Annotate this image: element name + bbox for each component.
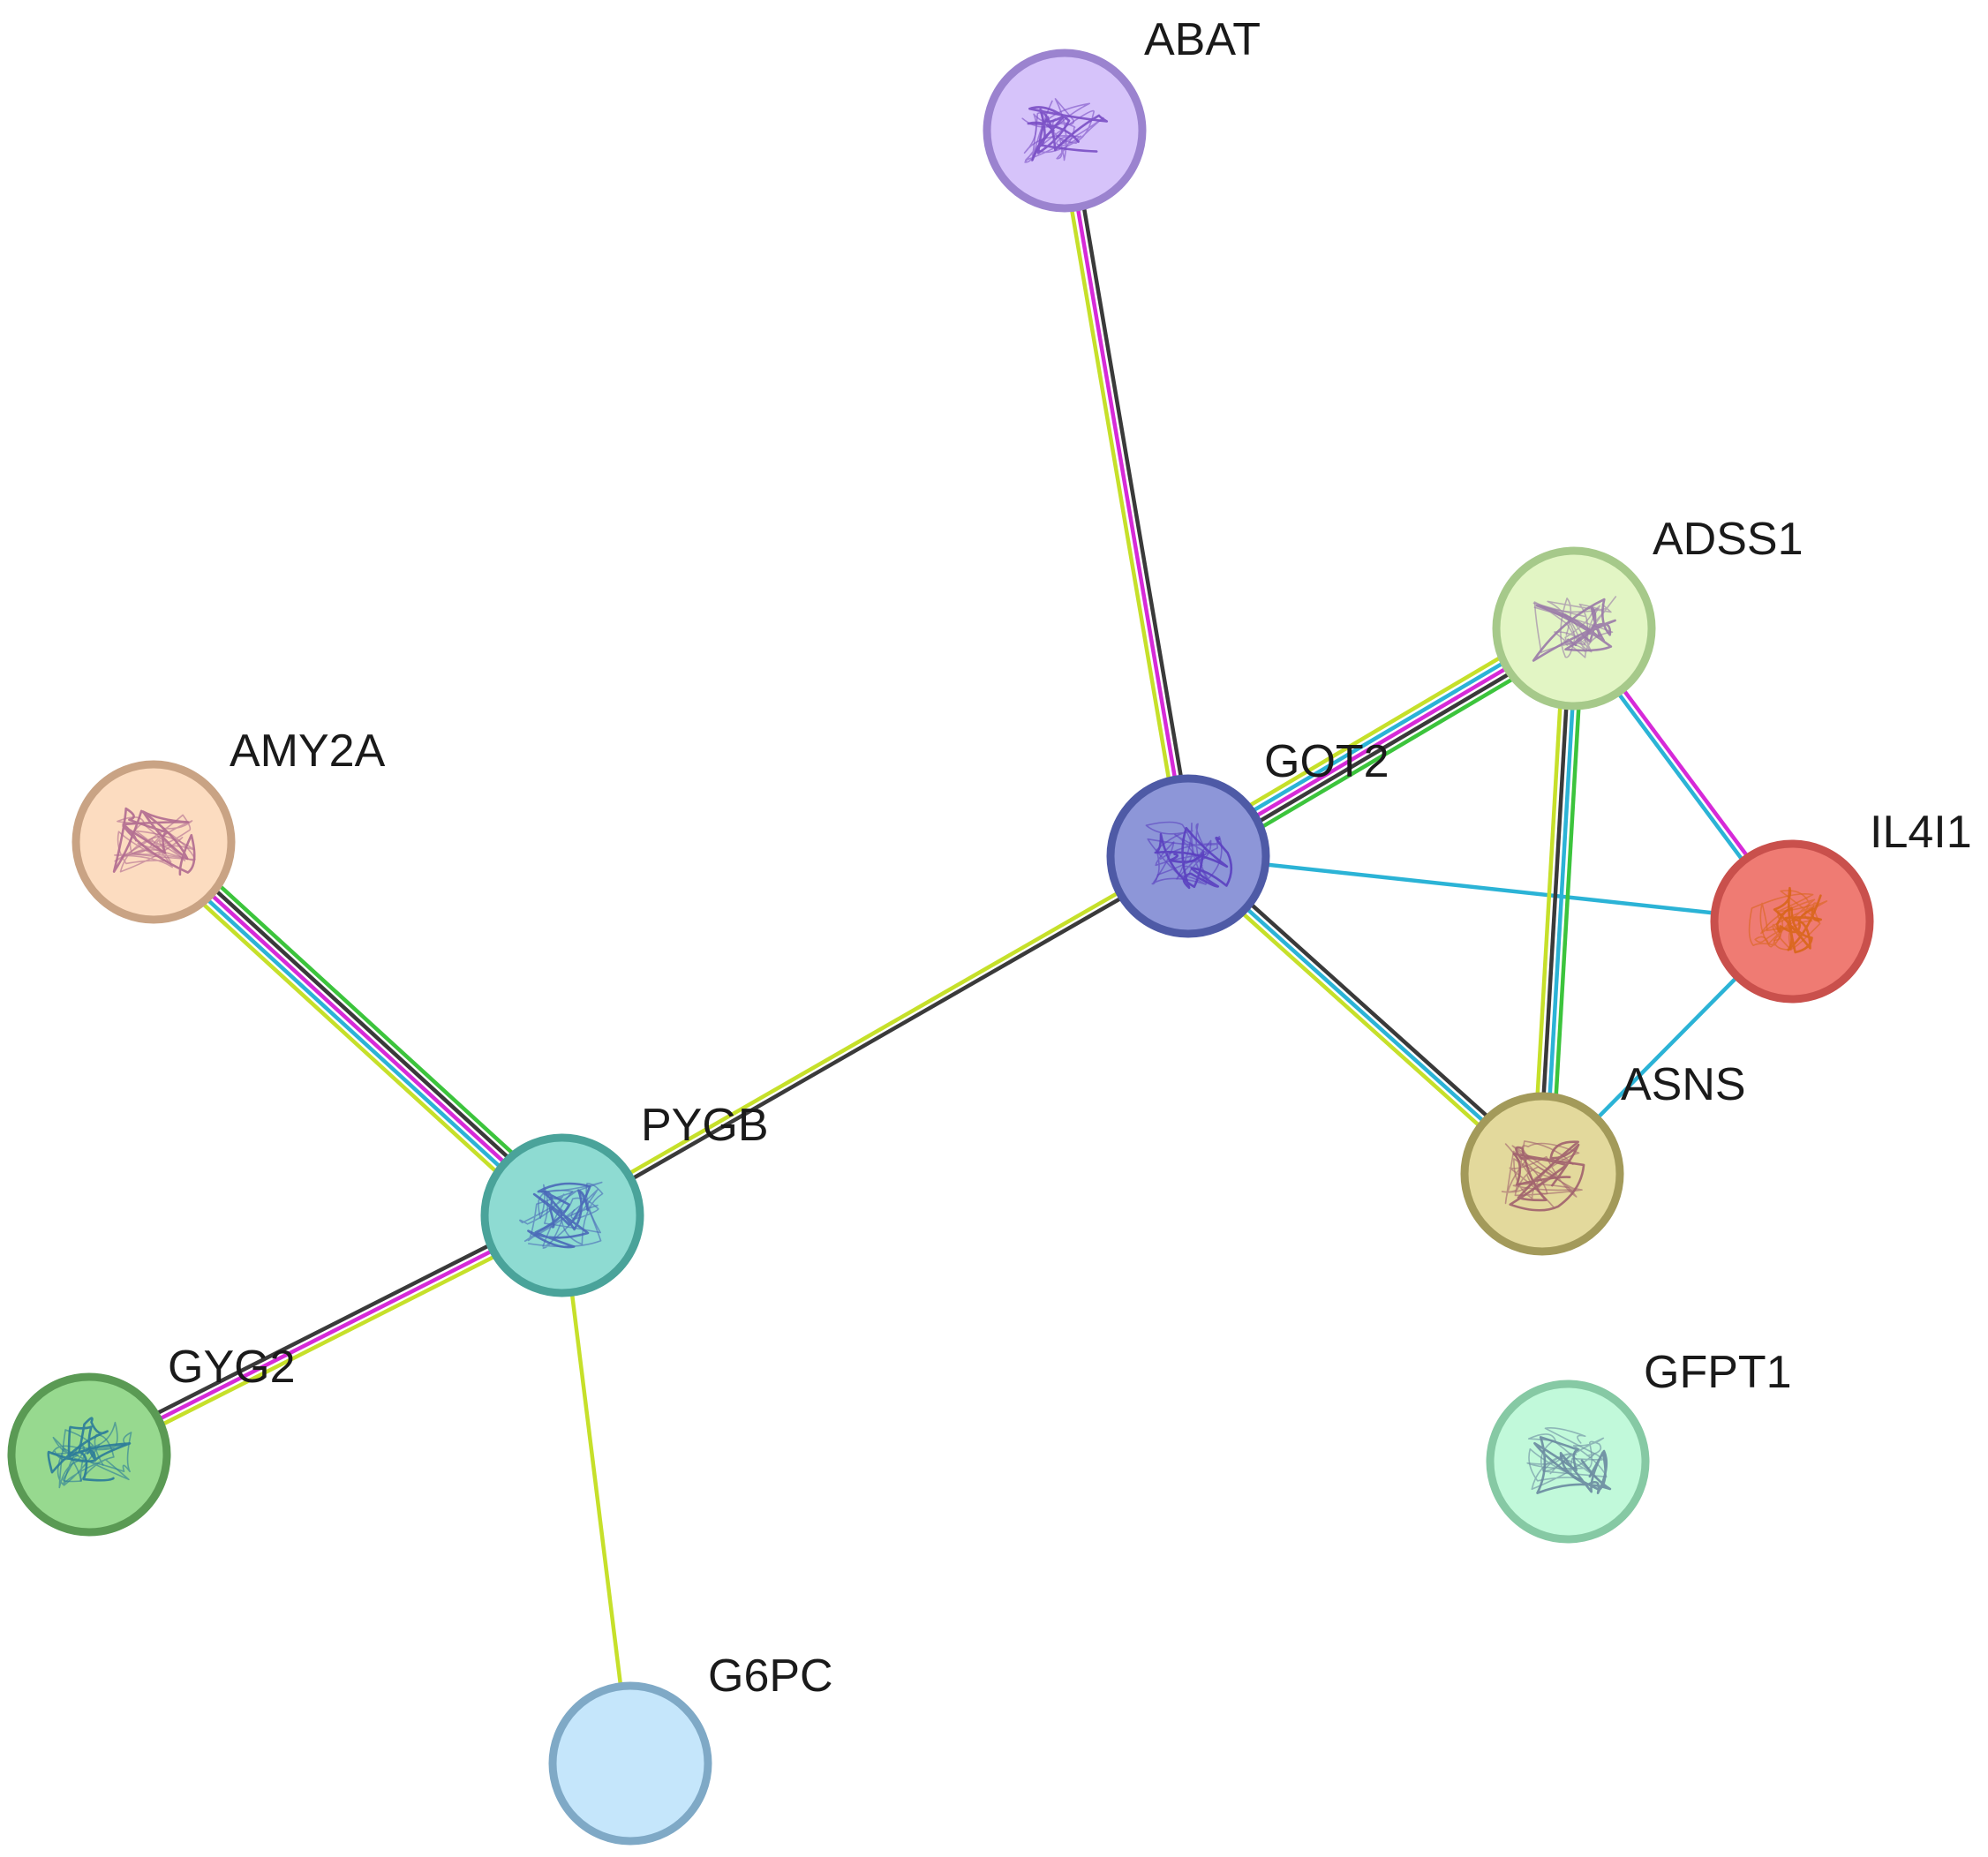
edge-evidence-black [562, 857, 1191, 1220]
node-g6pc[interactable] [548, 1681, 712, 1846]
node-label-gfpt1: GFPT1 [1644, 1347, 1792, 1398]
protein-structure-icon [519, 1181, 604, 1249]
edge-evidence-black [156, 836, 569, 1213]
node-adss1[interactable] [1492, 546, 1656, 710]
node-circle [548, 1681, 712, 1846]
protein-structure-icon [1145, 821, 1233, 890]
node-got2[interactable] [1106, 774, 1270, 938]
edge-abat-got2[interactable] [1056, 129, 1197, 858]
node-pygb[interactable] [480, 1133, 644, 1297]
edge-evidence-yellowgreen [1056, 131, 1185, 858]
node-label-adss1: ADSS1 [1653, 514, 1804, 565]
protein-structure-icon [1748, 886, 1828, 954]
edge-pygb-gyg2[interactable] [85, 1207, 567, 1462]
protein-structure-icon [1526, 1427, 1612, 1494]
node-gfpt1[interactable] [1486, 1380, 1650, 1544]
edge-got2-pygb[interactable] [560, 852, 1191, 1220]
edge-evidence-green [160, 831, 572, 1208]
node-label-asns: ASNS [1621, 1059, 1746, 1110]
node-label-il4i1: IL4I1 [1870, 807, 1972, 858]
node-circle [7, 1372, 171, 1537]
edge-evidence-yellowgreen [91, 1219, 567, 1462]
protein-structure-icon [1501, 1140, 1585, 1212]
edge-evidence-yellowgreen [560, 1214, 633, 1764]
edge-evidence-cyan [1187, 853, 1793, 924]
node-label-pygb: PYGB [641, 1100, 769, 1151]
edge-evidence-cyan [1543, 628, 1579, 1175]
node-asns[interactable] [1460, 1092, 1624, 1256]
protein-structure-icon [1021, 98, 1109, 163]
nodes-layer [7, 49, 1874, 1846]
protein-structure-icon [47, 1417, 132, 1489]
edge-amy2a-pygb[interactable] [144, 831, 572, 1226]
node-abat[interactable] [983, 49, 1147, 213]
edge-evidence-black [1537, 628, 1573, 1174]
protein-structure-icon [1532, 596, 1617, 662]
node-label-gyg2: GYG2 [168, 1342, 296, 1393]
node-label-g6pc: G6PC [708, 1650, 833, 1702]
node-il4i1[interactable] [1710, 839, 1874, 1004]
node-circle [1106, 774, 1270, 938]
edge-evidence-yellowgreen [560, 852, 1188, 1214]
edge-evidence-green [1549, 628, 1585, 1175]
edge-pygb-g6pc[interactable] [560, 1214, 633, 1764]
edge-evidence-yellowgreen [1531, 628, 1567, 1174]
node-label-abat: ABAT [1144, 14, 1261, 65]
edge-evidence-magenta [152, 840, 564, 1217]
node-label-amy2a: AMY2A [230, 726, 386, 777]
edge-got2-il4i1[interactable] [1187, 853, 1793, 924]
node-label-got2: GOT2 [1264, 736, 1389, 787]
node-gyg2[interactable] [7, 1372, 171, 1537]
protein-structure-icon [112, 807, 196, 876]
edge-evidence-magenta [1062, 130, 1191, 857]
edge-adss1-asns[interactable] [1531, 628, 1585, 1175]
edge-evidence-magenta [87, 1213, 564, 1457]
edge-evidence-black [85, 1207, 561, 1451]
node-amy2a[interactable] [72, 760, 236, 924]
edge-evidence-black [1068, 129, 1197, 856]
edge-evidence-yellowgreen [144, 849, 556, 1226]
edge-evidence-cyan [147, 845, 560, 1222]
